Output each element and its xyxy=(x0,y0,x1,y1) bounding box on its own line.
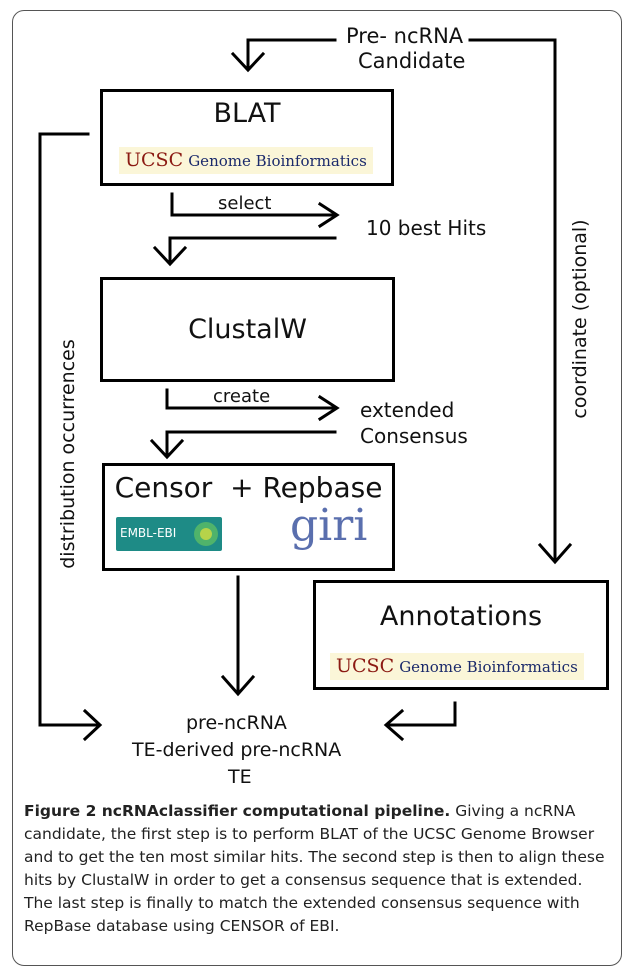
ucsc-logo-annotations-small: Genome Bioinformatics xyxy=(399,658,578,676)
arrow-blat-to-clustalw xyxy=(168,236,337,264)
figure-caption: Figure 2 ncRNAclassifier computational p… xyxy=(24,800,614,938)
clustalw-box: ClustalW xyxy=(100,277,395,382)
blat-box: BLAT UCSC Genome Bioinformatics xyxy=(100,89,394,186)
caption-text: Giving a ncRNA candidate, the first step… xyxy=(24,802,605,935)
best-hits-label: 10 best Hits xyxy=(366,216,487,240)
arrowhead-input xyxy=(230,51,266,73)
extended-label-line1: extended xyxy=(360,398,455,422)
arrow-annotations-to-output xyxy=(386,701,457,727)
ucsc-logo-annotations: UCSC Genome Bioinformatics xyxy=(330,653,584,680)
input-label-line2: Candidate xyxy=(358,49,466,73)
ebi-globe-icon xyxy=(194,522,218,546)
annotations-box: Annotations UCSC Genome Bioinformatics xyxy=(313,580,609,690)
arrow-distribution xyxy=(38,132,100,727)
arrow-input-to-annotations xyxy=(468,38,557,562)
extended-label-line2: Consensus xyxy=(360,424,468,448)
output-label-line3: TE xyxy=(228,766,252,788)
create-label: create xyxy=(213,386,271,407)
arrow-clustalw-to-censor xyxy=(165,430,337,457)
arrowhead-censor xyxy=(149,438,185,460)
ucsc-logo-annotations-big: UCSC xyxy=(336,655,395,677)
select-label: select xyxy=(218,193,272,214)
ucsc-logo: UCSC Genome Bioinformatics xyxy=(119,147,373,174)
embl-ebi-logo: EMBL-EBI xyxy=(116,517,222,551)
arrow-create xyxy=(165,388,337,410)
giri-logo: giri xyxy=(290,500,368,551)
arrowhead-clustalw xyxy=(152,245,188,267)
arrowhead-annotations xyxy=(537,542,573,565)
distribution-occurrences-label: distribution occurrences xyxy=(57,339,79,569)
caption-title: Figure 2 ncRNAclassifier computational p… xyxy=(24,802,451,820)
figure-frame xyxy=(12,10,622,966)
arrow-input-to-blat xyxy=(246,38,337,70)
ucsc-logo-big: UCSC xyxy=(125,149,184,171)
arrowhead-output-center xyxy=(220,674,256,697)
arrow-select xyxy=(170,192,337,217)
embl-ebi-logo-text: EMBL-EBI xyxy=(120,526,177,540)
input-label-line1: Pre- ncRNA xyxy=(346,24,464,48)
arrowhead-select xyxy=(317,201,340,229)
arrowhead-distribution xyxy=(82,708,103,742)
output-label-line1: pre-ncRNA xyxy=(186,712,287,734)
censor-title: Censor + Repbase xyxy=(114,471,383,504)
annotations-title: Annotations xyxy=(379,601,543,632)
clustalw-title: ClustalW xyxy=(188,314,307,345)
ucsc-logo-small: Genome Bioinformatics xyxy=(188,152,367,170)
arrowhead-create xyxy=(317,394,340,422)
arrowhead-annotations-output xyxy=(383,708,405,742)
blat-title: BLAT xyxy=(213,98,281,129)
output-label-line2: TE-derived pre-ncRNA xyxy=(132,739,342,761)
censor-box: Censor + Repbase xyxy=(102,463,395,571)
coordinate-optional-label: coordinate (optional) xyxy=(569,219,591,419)
